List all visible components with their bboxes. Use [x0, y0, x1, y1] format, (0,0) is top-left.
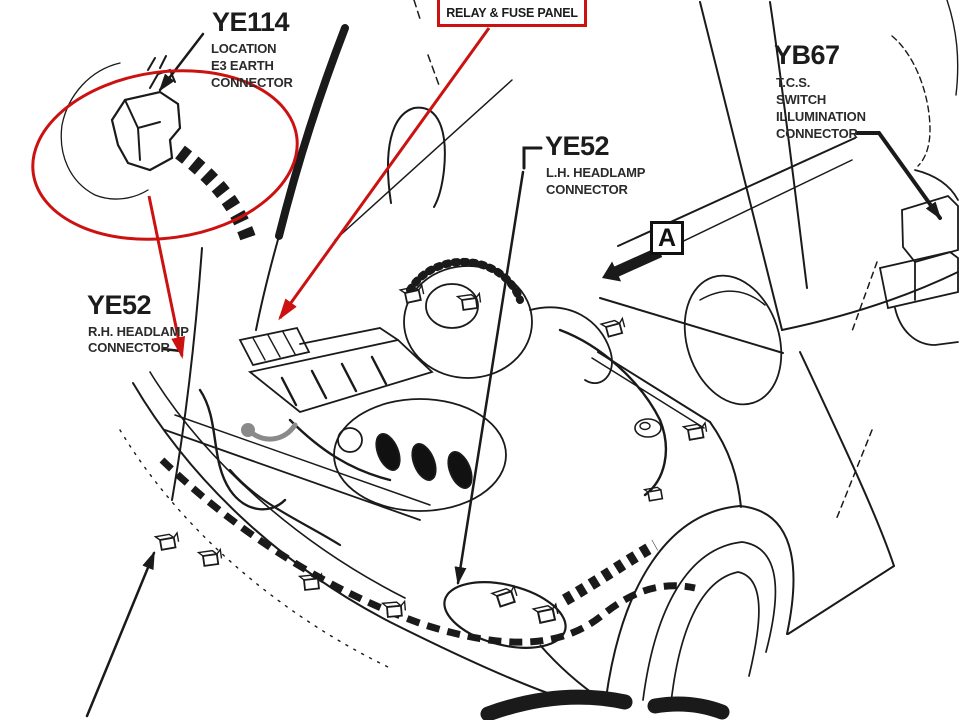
label-ye52-rh-code: YE52: [87, 290, 152, 320]
connector-cubes: [153, 283, 708, 624]
car-body-outline: [119, 0, 959, 720]
label-yb67-desc: T.C.S. SWITCH ILLUMINATION CONNECTOR: [776, 75, 866, 141]
view-direction-arrow: [602, 247, 663, 282]
label-ye52-lh-code: YE52: [545, 131, 610, 161]
annotation-red: [31, 27, 491, 359]
earth-connector-leader: [147, 195, 186, 359]
label-ye114-code: YE114: [212, 7, 290, 37]
headlamp-art: [159, 457, 696, 701]
view-marker-a: A: [650, 221, 684, 255]
yb67-connector-art: [878, 169, 959, 346]
label-ye52-rh-desc: R.H. HEADLAMP CONNECTOR: [88, 324, 189, 355]
engine-bay-art: [164, 257, 783, 547]
label-yb67-code: YB67: [774, 40, 840, 70]
inset-highlight-ellipse: [31, 69, 299, 241]
relay-panel-leader: [278, 27, 491, 321]
relay-fuse-panel-callout: RELAY & FUSE PANEL: [437, 0, 587, 27]
label-ye114-desc: LOCATION E3 EARTH CONNECTOR: [211, 41, 293, 90]
label-ye52-lh-desc: L.H. HEADLAMP CONNECTOR: [546, 165, 646, 197]
